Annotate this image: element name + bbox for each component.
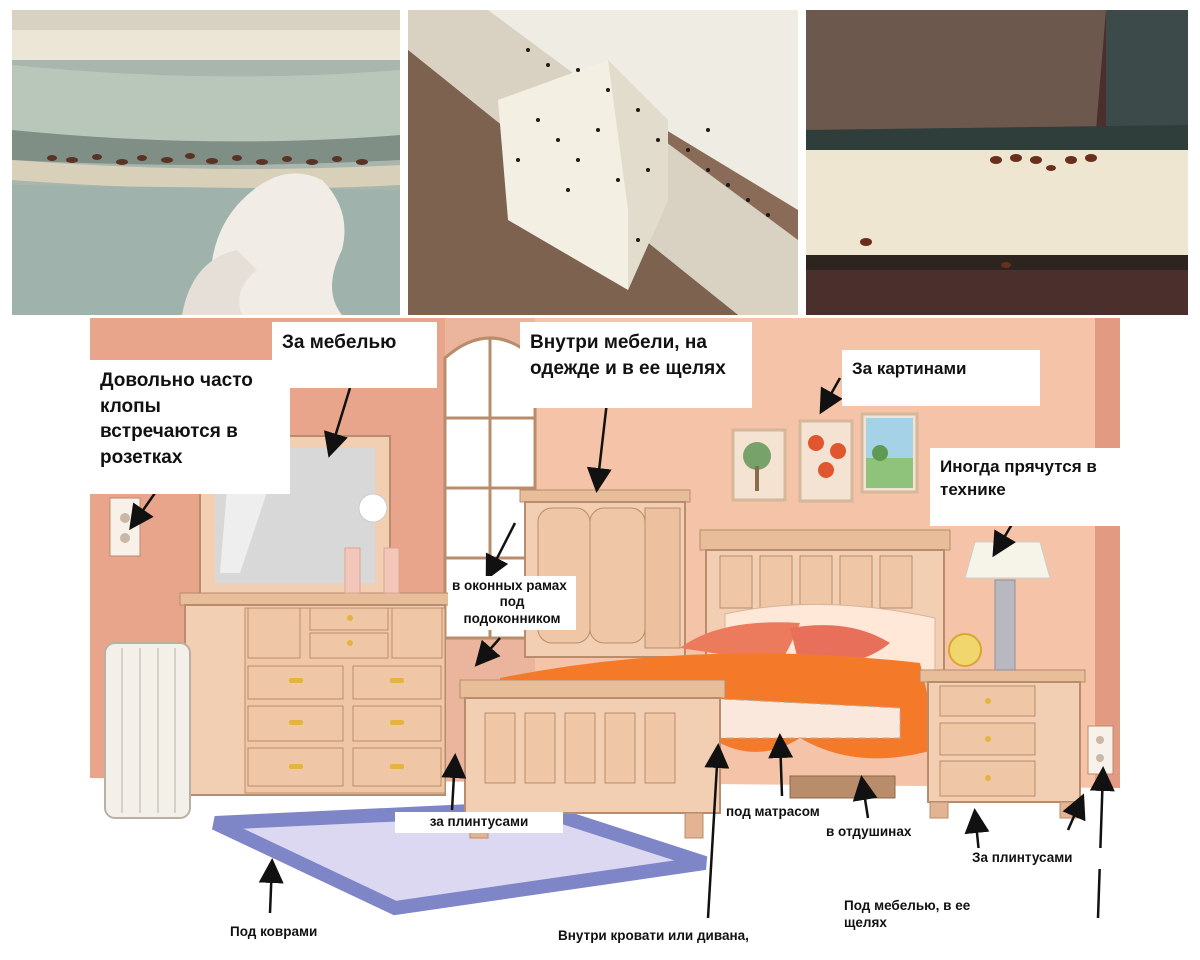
mattress-seam-image <box>12 10 400 315</box>
wall-pictures <box>731 412 919 503</box>
alarm-clock <box>948 633 982 667</box>
label-behind-furniture: За мебелью <box>272 322 437 388</box>
label-in-appliances: Иногда прячутся в технике <box>930 448 1125 526</box>
bed <box>459 529 951 839</box>
wall-socket-right <box>1087 725 1114 775</box>
floor-vent <box>789 775 896 799</box>
baseboard-photo <box>408 10 798 315</box>
label-behind-pictures: За картинами <box>842 350 1040 406</box>
label-behind-baseboards-right: За плинтусами <box>968 848 1106 869</box>
label-inside-furniture: Внутри мебели, на одежде и в ее щелях <box>520 322 752 408</box>
mattress-seam-photo <box>12 10 400 315</box>
label-in-sockets: Довольно часто клопы встречаются в розет… <box>90 360 290 494</box>
book-edge-photo <box>806 10 1188 315</box>
label-in-vents: в отдушинах <box>822 822 950 843</box>
book-edge-image <box>806 10 1188 315</box>
window <box>443 336 537 640</box>
wall-socket-left <box>109 497 141 557</box>
lamp <box>994 579 1016 671</box>
label-under-sill: под подоконником <box>448 592 576 630</box>
radiator <box>104 642 191 819</box>
label-inside-bed: Внутри кровати или дивана, <box>554 926 802 947</box>
nightstand <box>919 541 1086 819</box>
label-under-carpets: Под коврами <box>226 922 364 943</box>
label-under-furniture: Под мебелью, в ее щелях <box>840 896 978 934</box>
baseboard-image <box>408 10 798 315</box>
label-under-mattress: под матрасом <box>722 802 850 823</box>
wardrobe <box>519 489 691 658</box>
label-behind-baseboards-left: за плинтусами <box>395 812 563 833</box>
label-window-frames: в оконных рамах <box>448 576 576 597</box>
